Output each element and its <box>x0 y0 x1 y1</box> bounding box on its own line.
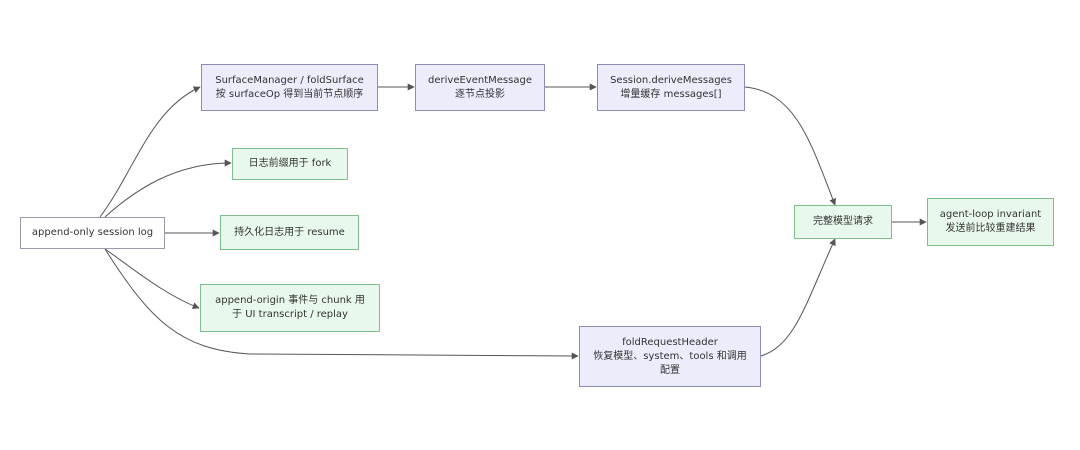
edge-log-to-fork <box>104 159 232 218</box>
node-label-line: 恢复模型、system、tools 和调用 <box>593 350 747 362</box>
node-fold-request-header: foldRequestHeader 恢复模型、system、tools 和调用配置 <box>579 326 761 387</box>
node-label-line: 按 surfaceOp 得到当前节点顺序 <box>215 88 364 100</box>
node-label-line: 完整模型请求 <box>813 216 873 227</box>
node-label-line: deriveEventMessage <box>428 74 532 86</box>
node-label-line: agent-loop invariant <box>939 209 1042 220</box>
node-agent-loop-invariant: agent-loop invariant 发送前比较重建结果 <box>927 198 1054 246</box>
node-label-line: 于 UI transcript / replay <box>232 309 348 320</box>
node-derive-event-message: deriveEventMessage 逐节点投影 <box>415 64 545 111</box>
node-label-line: append-origin 事件与 chunk 用 <box>215 295 365 306</box>
node-full-model-request: 完整模型请求 <box>794 205 892 239</box>
edge-log-to-fold-request <box>104 248 579 360</box>
node-label-line: 日志前缀用于 fork <box>248 158 332 169</box>
edge-session-to-full-request <box>744 86 837 206</box>
node-label-line: 持久化日志用于 resume <box>234 226 345 238</box>
edge-log-to-append-origin <box>104 248 200 310</box>
node-label-line: 增量缓存 messages[] <box>620 88 722 100</box>
node-session-log: append-only session log <box>20 217 165 249</box>
node-surface-manager: SurfaceManager / foldSurface 按 surfaceOp … <box>201 64 378 111</box>
node-session-derive-messages: Session.deriveMessages 增量缓存 messages[] <box>597 64 745 111</box>
node-append-origin: append-origin 事件与 chunk 用于 UI transcript… <box>200 284 380 332</box>
node-label-line: 逐节点投影 <box>455 88 505 100</box>
node-fork-log: 日志前缀用于 fork <box>232 148 348 180</box>
node-label-line: Session.deriveMessages <box>610 74 732 86</box>
node-label-line: foldRequestHeader <box>622 336 718 348</box>
node-label-line: append-only session log <box>31 227 154 238</box>
node-label-line: 配置 <box>660 364 680 376</box>
edge-fold-to-full-request <box>760 238 836 357</box>
node-label-line: SurfaceManager / foldSurface <box>215 74 364 86</box>
node-label-line: 发送前比较重建结果 <box>945 223 1036 234</box>
edge-log-to-surface-manager <box>99 86 201 218</box>
node-resume-log: 持久化日志用于 resume <box>220 215 359 250</box>
